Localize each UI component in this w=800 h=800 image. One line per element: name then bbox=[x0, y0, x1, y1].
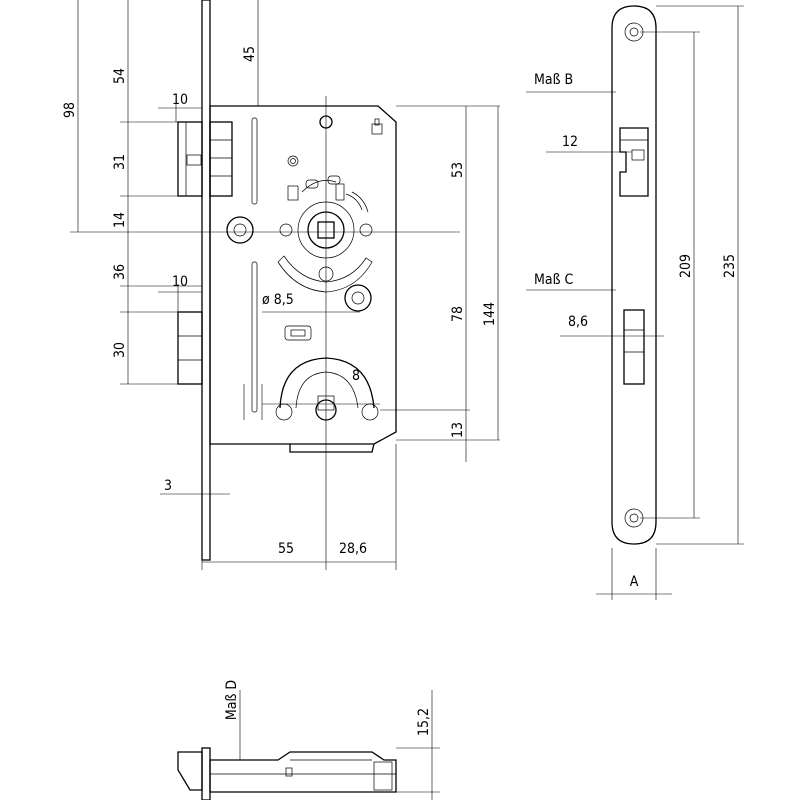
deadbolt-profile bbox=[623, 309, 645, 385]
faceplate bbox=[201, 0, 211, 561]
dim-30: 30 bbox=[112, 342, 128, 358]
dim-8: 8 bbox=[352, 368, 360, 384]
latch-nose bbox=[177, 751, 203, 791]
dead-bolt bbox=[177, 311, 203, 385]
case-slot-upper bbox=[251, 117, 258, 205]
case-bottom-profile bbox=[209, 751, 397, 793]
dim-45: 45 bbox=[242, 46, 258, 62]
dim-54: 54 bbox=[112, 68, 128, 84]
dim-31: 31 bbox=[112, 154, 128, 170]
case-bottom-tab bbox=[289, 443, 375, 453]
faceplate-side bbox=[611, 5, 657, 545]
lever-arm bbox=[277, 255, 373, 293]
cylinder-arch bbox=[275, 357, 379, 421]
latch-profile bbox=[619, 127, 649, 197]
lock-case bbox=[209, 105, 397, 445]
screw-small bbox=[287, 155, 299, 167]
dim-mass-d: Maß D bbox=[224, 680, 240, 720]
case-slot-lower bbox=[251, 261, 258, 413]
dim-a: A bbox=[630, 574, 639, 590]
dim-28-6: 28,6 bbox=[339, 541, 367, 557]
dim-13: 13 bbox=[450, 422, 466, 438]
side-view: Maß B 12 Maß C 8,6 209 235 A bbox=[526, 5, 744, 600]
side-dimensions bbox=[526, 5, 744, 600]
dim-14: 14 bbox=[112, 212, 128, 228]
faceplate-bottom bbox=[201, 747, 211, 800]
dim-78: 78 bbox=[450, 306, 466, 322]
dim-8-6: 8,6 bbox=[568, 314, 588, 330]
dim-36: 36 bbox=[112, 264, 128, 280]
front-view: 98 54 45 10 31 14 53 36 10 ø 8,5 78 144 … bbox=[62, 0, 500, 570]
dim-mass-b: Maß B bbox=[534, 72, 573, 88]
dim-3: 3 bbox=[164, 478, 172, 494]
dim-98: 98 bbox=[62, 102, 78, 118]
dim-10-top: 10 bbox=[172, 92, 188, 108]
dim-235: 235 bbox=[722, 254, 738, 278]
dim-144: 144 bbox=[482, 302, 498, 326]
dim-mass-c: Maß C bbox=[534, 272, 574, 288]
dim-12: 12 bbox=[562, 134, 578, 150]
bottom-view: Maß D 15,2 bbox=[177, 680, 440, 800]
dim-15-2: 15,2 bbox=[416, 708, 432, 736]
hole-left bbox=[226, 216, 254, 244]
dim-8-5: ø 8,5 bbox=[262, 292, 294, 308]
dim-10-mid: 10 bbox=[172, 274, 188, 290]
lock-symbol-icon bbox=[371, 123, 383, 135]
front-dimensions bbox=[70, 0, 500, 570]
dim-209: 209 bbox=[678, 254, 694, 278]
indicator-window bbox=[284, 325, 312, 341]
latch-bolt bbox=[177, 121, 233, 197]
hole-8-5 bbox=[344, 284, 372, 312]
dim-53: 53 bbox=[450, 162, 466, 178]
dim-55: 55 bbox=[278, 541, 294, 557]
